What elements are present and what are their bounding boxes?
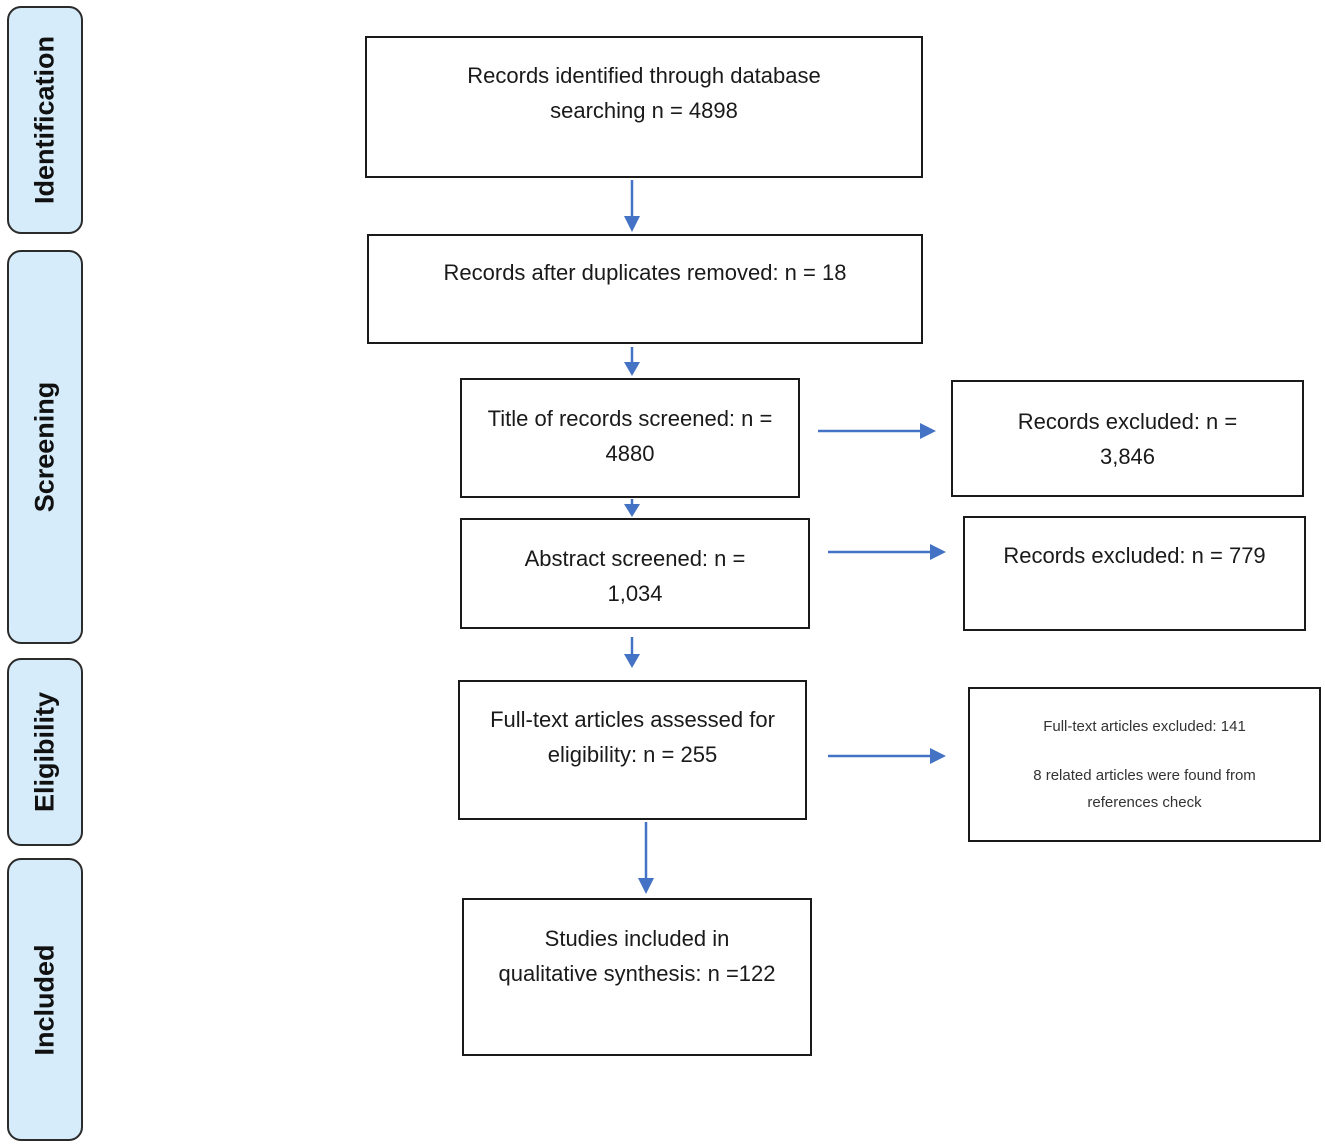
box-records-identified-text: Records identified through database sear… bbox=[467, 63, 821, 123]
stage-screening: Screening bbox=[7, 250, 83, 644]
box-title-excluded-text: Records excluded: n = 3,846 bbox=[1017, 409, 1238, 469]
box-abstract-screened: Abstract screened: n = 1,034 bbox=[460, 518, 810, 629]
stage-identification: Identification bbox=[7, 6, 83, 234]
box-duplicates-removed-text: Records after duplicates removed: n = 18 bbox=[443, 260, 847, 285]
box-studies-included: Studies included in qualitative synthesi… bbox=[462, 898, 812, 1056]
stage-included: Included bbox=[7, 858, 83, 1141]
box-title-excluded: Records excluded: n = 3,846 bbox=[951, 380, 1304, 497]
box-fulltext-excluded-text: Full-text articles excluded: 141 bbox=[1043, 718, 1246, 735]
box-fulltext-assessed: Full-text articles assessed for eligibil… bbox=[458, 680, 807, 820]
box-title-screened-text: Title of records screened: n = 4880 bbox=[487, 406, 773, 466]
box-fulltext-assessed-text: Full-text articles assessed for eligibil… bbox=[490, 707, 775, 767]
stage-eligibility: Eligibility bbox=[7, 658, 83, 846]
box-studies-included-text: Studies included in qualitative synthesi… bbox=[498, 926, 776, 986]
box-abstract-screened-text: Abstract screened: n = 1,034 bbox=[524, 546, 746, 606]
box-duplicates-removed: Records after duplicates removed: n = 18 bbox=[367, 234, 923, 344]
box-abstract-excluded: Records excluded: n = 779 bbox=[963, 516, 1306, 631]
box-fulltext-excluded: Full-text articles excluded: 141 8 relat… bbox=[968, 687, 1321, 842]
box-references-check-text: 8 related articles were found from refer… bbox=[1033, 767, 1256, 811]
box-records-identified: Records identified through database sear… bbox=[365, 36, 923, 178]
box-abstract-excluded-text: Records excluded: n = 779 bbox=[1003, 543, 1266, 568]
box-title-screened: Title of records screened: n = 4880 bbox=[460, 378, 800, 498]
